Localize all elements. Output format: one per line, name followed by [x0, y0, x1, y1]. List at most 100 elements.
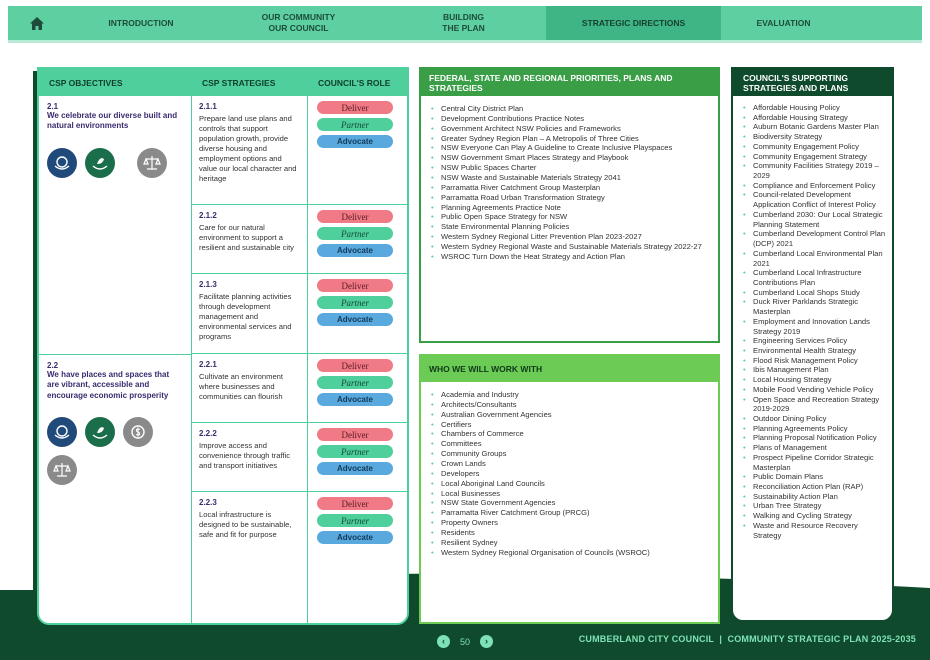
- work-with-panel: WHO WE WILL WORK WITH Academia and Indus…: [419, 354, 720, 624]
- globe-hands-icon: [47, 417, 77, 448]
- list-item: Greater Sydney Region Plan – A Metropoli…: [431, 134, 708, 144]
- list-item: Parramatta Road Urban Transformation Str…: [431, 193, 708, 203]
- strategy-text: Cultivate an environment where businesse…: [199, 371, 283, 401]
- csp-table: CSP OBJECTIVES CSP STRATEGIES COUNCIL'S …: [37, 67, 409, 625]
- advocate-badge: Advocate: [317, 135, 393, 148]
- list-item: Central City District Plan: [431, 104, 708, 114]
- panel-title: WHO WE WILL WORK WITH: [421, 356, 718, 382]
- list-item: Planning Agreements Policy: [743, 424, 886, 434]
- list-item: Cumberland 2030: Our Local Strategic Pla…: [743, 210, 886, 229]
- list-item: Cumberland Local Infrastructure Contribu…: [743, 268, 886, 287]
- list-item: Engineering Services Policy: [743, 336, 886, 346]
- list-item: Community Groups: [431, 449, 708, 459]
- list-item: Property Owners: [431, 518, 708, 528]
- panel-title: FEDERAL, STATE AND REGIONAL PRIORITIES, …: [421, 69, 718, 96]
- list-item: Ibis Management Plan: [743, 365, 886, 375]
- strategy-cell: 2.1.2 Care for our natural environment t…: [192, 205, 308, 273]
- list-item: Cumberland Local Shops Study: [743, 288, 886, 298]
- nav-introduction[interactable]: INTRODUCTION: [108, 17, 174, 28]
- federal-priorities-list: Central City District PlanDevelopment Co…: [421, 96, 718, 262]
- home-icon: [30, 16, 44, 30]
- strategy-cell: 2.1.3 Facilitate planning activities thr…: [192, 274, 308, 353]
- nav-building-the-plan[interactable]: BUILDING THE PLAN: [442, 12, 485, 33]
- list-item: Committees: [431, 439, 708, 449]
- list-item: Local Aboriginal Land Councils: [431, 479, 708, 489]
- list-item: Parramatta River Catchment Group Masterp…: [431, 183, 708, 193]
- strategy-text: Prepare land use plans and controls that…: [199, 113, 297, 184]
- strategy-text: Care for our natural environment to supp…: [199, 222, 294, 252]
- strategy-cell: 2.2.1 Cultivate an environment where bus…: [192, 354, 308, 422]
- federal-priorities-panel: FEDERAL, STATE AND REGIONAL PRIORITIES, …: [419, 67, 720, 343]
- strategy-row: 2.2.1 Cultivate an environment where bus…: [192, 354, 407, 423]
- list-item: Planning Agreements Practice Note: [431, 203, 708, 213]
- leaf-hands-icon: [85, 147, 115, 178]
- nav-underline: [8, 40, 922, 43]
- strategy-number: 2.1.1: [199, 102, 217, 111]
- header-strategies: CSP STRATEGIES: [202, 77, 276, 88]
- list-item: Residents: [431, 528, 708, 538]
- list-item: Development Contributions Practice Notes: [431, 114, 708, 124]
- list-item: Local Housing Strategy: [743, 375, 886, 385]
- strategy-row: 2.2.3 Local infrastructure is designed t…: [192, 492, 407, 623]
- next-page-button[interactable]: ›: [480, 635, 493, 648]
- list-item: Public Domain Plans: [743, 472, 886, 482]
- list-item: Prospect Pipeline Corridor Strategic Mas…: [743, 453, 886, 472]
- list-item: Reconciliation Action Plan (RAP): [743, 482, 886, 492]
- role-cell: Deliver Partner Advocate: [308, 492, 407, 623]
- list-item: Waste and Resource Recovery Strategy: [743, 521, 886, 540]
- advocate-badge: Advocate: [317, 393, 393, 406]
- list-item: Crown Lands: [431, 459, 708, 469]
- strategy-row: 2.1.3 Facilitate planning activities thr…: [192, 274, 407, 354]
- strategy-number: 2.1.3: [199, 280, 217, 289]
- page-number: 50: [459, 636, 470, 647]
- list-item: Government Architect NSW Policies and Fr…: [431, 124, 708, 134]
- nav-strategic-directions[interactable]: STRATEGIC DIRECTIONS: [546, 6, 721, 40]
- list-item: Flood Risk Management Policy: [743, 356, 886, 366]
- nav-evaluation[interactable]: EVALUATION: [756, 17, 811, 28]
- strategy-row: 2.1.2 Care for our natural environment t…: [192, 205, 407, 274]
- list-item: Sustainability Action Plan: [743, 492, 886, 502]
- list-item: Mobile Food Vending Vehicle Policy: [743, 385, 886, 395]
- list-item: Cumberland Development Control Plan (DCP…: [743, 229, 886, 248]
- list-item: Urban Tree Strategy: [743, 501, 886, 511]
- role-cell: Deliver Partner Advocate: [308, 274, 407, 353]
- list-item: Certifiers: [431, 420, 708, 430]
- objective-number: 2.2: [47, 361, 59, 370]
- list-item: NSW State Government Agencies: [431, 498, 708, 508]
- list-item: Parramatta River Catchment Group (PRCG): [431, 508, 708, 518]
- objective-2-1: 2.1 We celebrate our diverse built and n…: [39, 96, 192, 354]
- list-item: Public Open Space Strategy for NSW: [431, 212, 708, 222]
- leaf-hands-icon: [85, 417, 115, 448]
- supporting-strategies-list: Affordable Housing PolicyAffordable Hous…: [733, 96, 892, 540]
- advocate-badge: Advocate: [317, 531, 393, 544]
- objective-text: We celebrate our diverse built and natur…: [47, 111, 178, 131]
- partner-badge: Partner: [317, 445, 393, 458]
- list-item: Community Engagement Policy: [743, 142, 886, 152]
- advocate-badge: Advocate: [317, 462, 393, 475]
- header-objectives: CSP OBJECTIVES: [49, 77, 123, 88]
- role-cell: Deliver Partner Advocate: [308, 354, 407, 422]
- list-item: Duck River Parklands Strategic Masterpla…: [743, 297, 886, 316]
- list-item: Outdoor Dining Policy: [743, 414, 886, 424]
- list-item: Academia and Industry: [431, 390, 708, 400]
- list-item: Developers: [431, 469, 708, 479]
- list-item: Planning Proposal Notification Policy: [743, 433, 886, 443]
- advocate-badge: Advocate: [317, 244, 393, 257]
- supporting-strategies-panel: COUNCIL'S SUPPORTING STRATEGIES AND PLAN…: [731, 67, 894, 622]
- strategy-number: 2.2.2: [199, 429, 217, 438]
- list-item: NSW Public Spaces Charter: [431, 163, 708, 173]
- strategy-cell: 2.1.1 Prepare land use plans and control…: [192, 96, 308, 204]
- list-item: Biodiversity Strategy: [743, 132, 886, 142]
- partner-badge: Partner: [317, 227, 393, 240]
- deliver-badge: Deliver: [317, 210, 393, 223]
- list-item: NSW Everyone Can Play A Guideline to Cre…: [431, 143, 708, 153]
- home-button[interactable]: [8, 6, 66, 40]
- role-cell: Deliver Partner Advocate: [308, 205, 407, 273]
- nav-our-community[interactable]: OUR COMMUNITY OUR COUNCIL: [261, 12, 336, 33]
- top-navigation: INTRODUCTION OUR COMMUNITY OUR COUNCIL B…: [8, 6, 922, 40]
- list-item: Western Sydney Regional Waste and Sustai…: [431, 242, 708, 252]
- prev-page-button[interactable]: ‹: [437, 635, 450, 648]
- panel-title: COUNCIL'S SUPPORTING STRATEGIES AND PLAN…: [733, 69, 892, 96]
- list-item: Compliance and Enforcement Policy: [743, 181, 886, 191]
- globe-hands-icon: [47, 147, 77, 178]
